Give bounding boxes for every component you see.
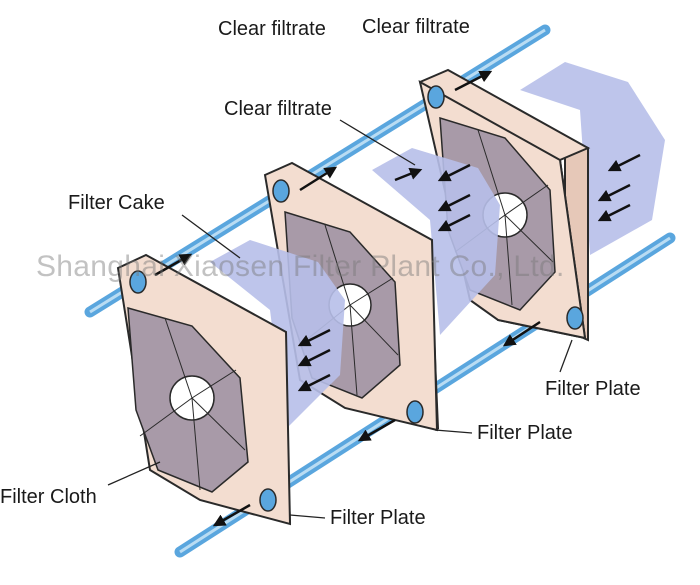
label-clear-filtrate-middle: Clear filtrate [224,98,332,120]
port-back-bottom [566,306,584,330]
label-clear-filtrate-top-left: Clear filtrate [218,18,326,40]
label-filter-plate-middle: Filter Plate [477,422,573,444]
label-filter-cake: Filter Cake [68,192,165,214]
port-middle-bottom [406,400,424,424]
label-filter-plate-right: Filter Plate [545,378,641,400]
filter-plate-front [116,253,292,526]
label-filter-cloth: Filter Cloth [0,486,97,508]
label-filter-plate-bottom: Filter Plate [330,507,426,529]
port-middle-top [272,179,290,203]
label-clear-filtrate-top-right: Clear filtrate [362,16,470,38]
port-back-top [427,85,445,109]
flow-arrows [154,70,641,527]
watermark: Shanghai Xiaosen Filter Plant Co., Ltd. [36,250,565,283]
leader-lines [107,119,573,519]
plate-front-ribs [139,317,246,491]
port-front-top [129,270,147,294]
port-front-bottom [259,488,277,512]
